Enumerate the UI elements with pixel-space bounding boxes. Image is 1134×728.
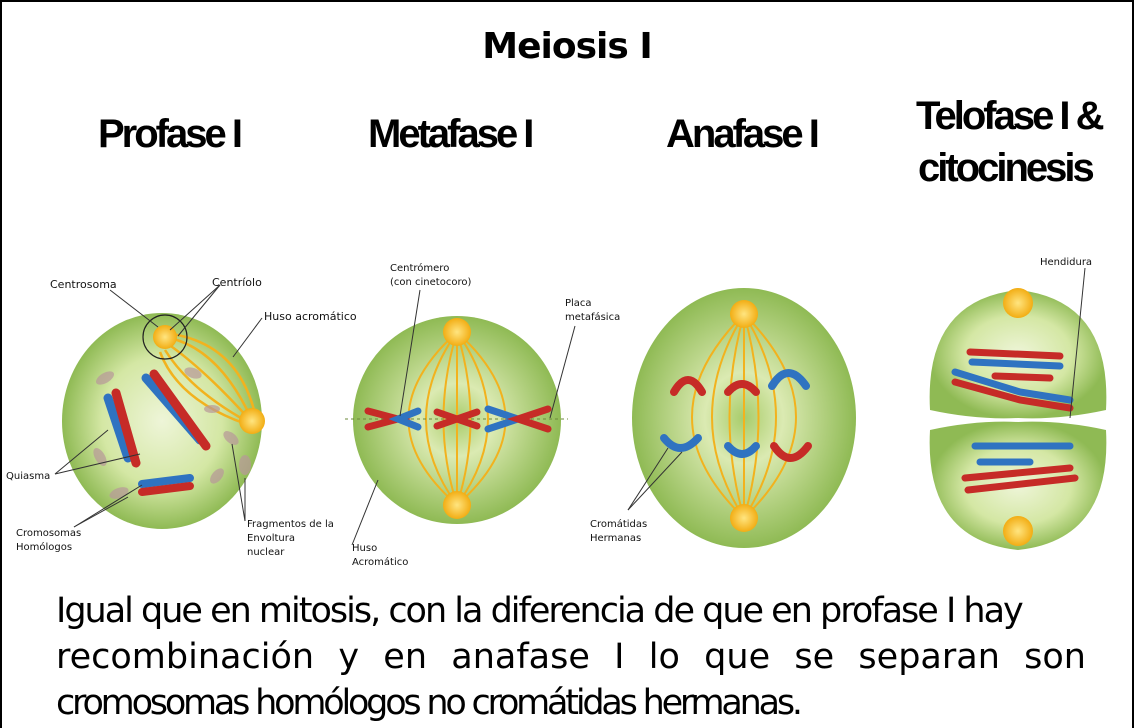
- label-fragmentos-1: Fragmentos de la: [247, 519, 334, 530]
- label-centromero-2: (con cinetocoro): [390, 277, 471, 288]
- centrosome-bottom: [443, 491, 471, 519]
- leader-lines: [54, 284, 263, 528]
- label-placa-2: metafásica: [565, 311, 620, 323]
- cell-telofase: Hendidura: [929, 257, 1107, 550]
- caption-line-2: recombinación y en anafase I lo que se s…: [56, 637, 1086, 677]
- label-placa-1: Placa: [565, 298, 592, 309]
- phase-title-metafase: Metafase I: [368, 112, 534, 156]
- leader-lines: [351, 289, 576, 546]
- slide-title: Meiosis I: [482, 26, 652, 67]
- centrosome: [153, 325, 177, 349]
- label-quiasma: Quiasma: [6, 471, 50, 482]
- homologous-chromosomes: [103, 369, 211, 496]
- label-cromosomas-1: Cromosomas: [16, 528, 81, 539]
- cell-metafase: Centrómero (con cinetocoro) Placa metafá…: [345, 262, 620, 568]
- label-hendidura: Hendidura: [1040, 257, 1092, 268]
- spindle-fibers: [691, 313, 797, 519]
- centrosome-top: [730, 300, 758, 328]
- label-cromosomas-2: Homólogos: [16, 541, 72, 553]
- spindle-fibers: [407, 331, 507, 506]
- label-huso-acromatico: Huso acromático: [264, 310, 357, 323]
- phase-title-profase: Profase I: [98, 112, 243, 156]
- centrosome-2: [239, 408, 265, 434]
- leader-lines: [627, 447, 683, 511]
- phase-title-anafase: Anafase I: [666, 112, 820, 156]
- cell-profase: Centrosoma Centríolo Huso acromático Qui…: [6, 276, 357, 558]
- label-centromero-1: Centrómero: [390, 262, 449, 274]
- phase-title-telofase-line2: citocinesis: [918, 146, 1095, 190]
- label-cromatidas-1: Cromátidas: [590, 518, 647, 530]
- caption-line-1: Igual que en mitosis, con la diferencia …: [56, 591, 1024, 631]
- centrosome-bottom: [730, 504, 758, 532]
- label-huso-1: Huso: [352, 543, 377, 554]
- label-fragmentos-2: Envoltura: [247, 533, 295, 544]
- label-cromatidas-2: Hermanas: [590, 533, 641, 544]
- leader-line-hendidura: [1069, 267, 1086, 419]
- centrosome-top: [443, 318, 471, 346]
- cell-anafase: Cromátidas Hermanas: [590, 288, 856, 548]
- label-huso-2: Acromático: [352, 556, 408, 568]
- daughter-chromosomes: [951, 348, 1079, 494]
- label-centriolo: Centríolo: [212, 276, 262, 289]
- chromosome-pairs: [364, 405, 552, 433]
- caption-line-3: cromosomas homólogos no cromátidas herma…: [56, 683, 803, 723]
- centrosome-bottom: [1003, 516, 1033, 546]
- centrosome-ring: [142, 314, 188, 360]
- phase-title-telofase-line1: Telofase I &: [916, 94, 1105, 138]
- label-fragmentos-3: nuclear: [247, 547, 285, 558]
- separating-chromosomes: [660, 369, 812, 462]
- label-centrosoma: Centrosoma: [50, 278, 117, 291]
- centrosome-top: [1003, 288, 1033, 318]
